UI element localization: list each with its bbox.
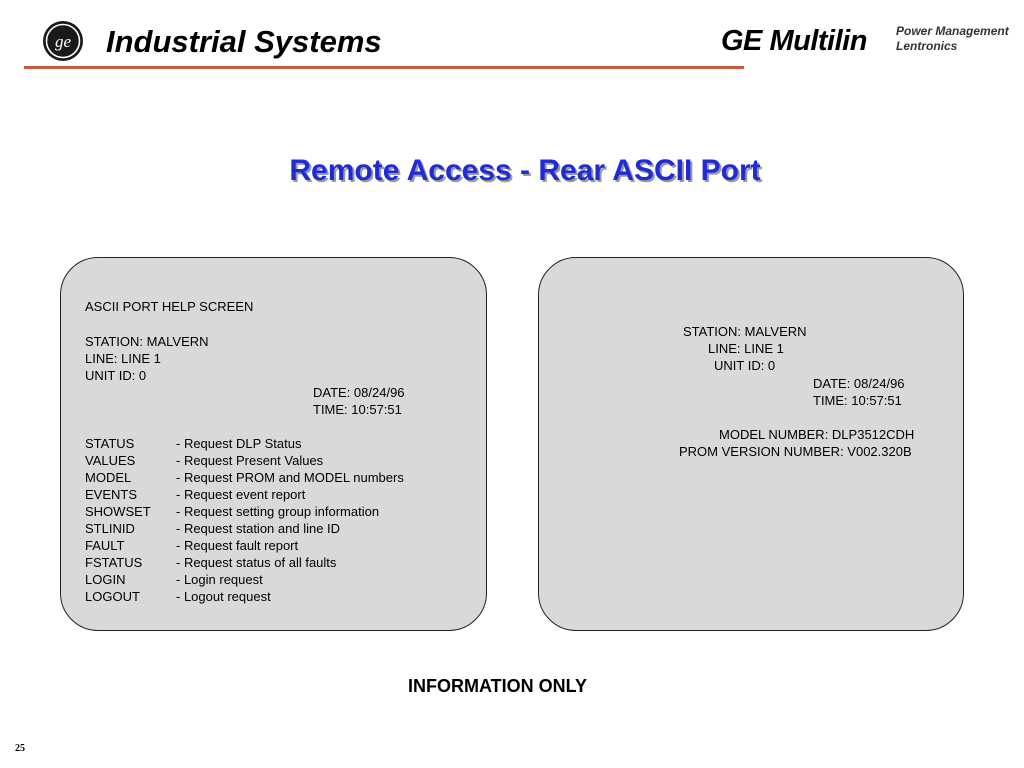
command-desc: - Request status of all faults — [176, 555, 337, 570]
command-name: LOGIN — [85, 572, 126, 587]
command-row: STATUS - Request DLP Status — [85, 435, 302, 452]
command-name: EVENTS — [85, 487, 138, 502]
brand-logo: GE Multilin — [721, 25, 867, 57]
help-screen-heading: ASCII PORT HELP SCREEN — [85, 299, 254, 314]
time-label: TIME: 10:57:51 — [813, 393, 902, 408]
command-row: FAULT - Request fault report — [85, 537, 298, 554]
line-label: LINE: LINE 1 — [85, 351, 161, 366]
station-label: STATION: MALVERN — [683, 324, 807, 339]
page-title: Remote Access - Rear ASCII Port — [289, 154, 761, 187]
command-row: FSTATUS - Request status of all faults — [85, 554, 336, 571]
command-name: VALUES — [85, 453, 136, 468]
command-desc: - Request Present Values — [176, 453, 324, 468]
command-row: VALUES - Request Present Values — [85, 452, 323, 469]
line-label: LINE: LINE 1 — [708, 341, 784, 356]
command-row: LOGIN - Login request — [85, 571, 263, 588]
command-row: STLINID - Request station and line ID — [85, 520, 340, 537]
command-desc: - Request event report — [176, 487, 306, 502]
station-label: STATION: MALVERN — [85, 334, 209, 349]
model-number-label: MODEL NUMBER: DLP3512CDH — [719, 427, 915, 442]
command-name: MODEL — [85, 470, 132, 485]
command-desc: - Request PROM and MODEL numbers — [176, 470, 404, 485]
command-name: LOGOUT — [85, 589, 140, 604]
command-desc: - Request fault report — [176, 538, 299, 553]
command-desc: - Request setting group information — [176, 504, 380, 519]
header-rule — [24, 66, 744, 69]
command-row: EVENTS - Request event report — [85, 486, 305, 503]
ge-monogram-icon: ge — [42, 20, 84, 62]
command-name: STATUS — [85, 436, 135, 451]
command-desc: - Login request — [176, 572, 263, 587]
brand-subtitle-line-2: Lentronics — [896, 39, 958, 53]
command-row: MODEL - Request PROM and MODEL numbers — [85, 469, 404, 486]
command-name: SHOWSET — [85, 504, 151, 519]
command-desc: - Request DLP Status — [176, 436, 302, 451]
command-row: SHOWSET - Request setting group informati… — [85, 503, 379, 520]
command-desc: - Request station and line ID — [176, 521, 341, 536]
date-label: DATE: 08/24/96 — [813, 376, 905, 391]
unit-id-label: UNIT ID: 0 — [85, 368, 147, 383]
date-label: DATE: 08/24/96 — [313, 385, 405, 400]
header-title: Industrial Systems — [106, 24, 382, 59]
prom-version-label: PROM VERSION NUMBER: V002.320B — [679, 444, 912, 459]
brand-subtitle-line-1: Power Management — [896, 24, 1009, 38]
command-row: LOGOUT - Logout request — [85, 588, 271, 605]
command-desc: - Logout request — [176, 589, 271, 604]
help-screen-panel: ASCII PORT HELP SCREEN STATION: MALVERN … — [60, 257, 487, 631]
time-label: TIME: 10:57:51 — [313, 402, 402, 417]
page-number: 25 — [15, 743, 25, 754]
brand-subtitle: Power Management Lentronics — [896, 24, 1009, 54]
command-name: FAULT — [85, 538, 125, 553]
command-name: STLINID — [85, 521, 135, 536]
information-only-note: INFORMATION ONLY — [408, 676, 587, 696]
model-response-panel: STATION: MALVERN LINE: LINE 1 UNIT ID: 0… — [538, 257, 964, 631]
unit-id-label: UNIT ID: 0 — [714, 358, 776, 373]
svg-text:ge: ge — [55, 32, 72, 51]
command-name: FSTATUS — [85, 555, 143, 570]
